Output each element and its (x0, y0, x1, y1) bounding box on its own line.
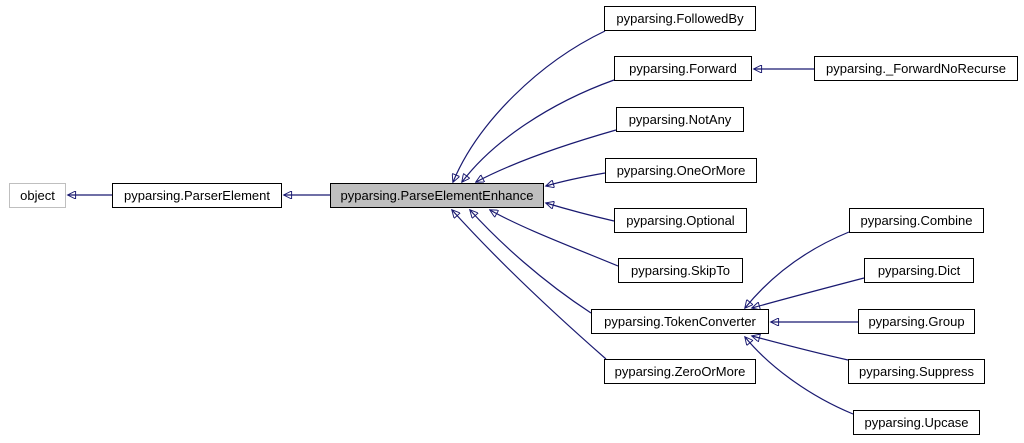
edge-notany-to-parseelementenhance (476, 129, 617, 182)
edge-zeroormore-to-parseelementenhance (452, 210, 607, 360)
node-pyparsing-forwardnorecurse[interactable]: pyparsing._ForwardNoRecurse (814, 56, 1018, 81)
node-pyparsing-oneormore[interactable]: pyparsing.OneOrMore (605, 158, 757, 183)
edge-dict-to-tokenconverter (752, 277, 865, 308)
node-pyparsing-combine[interactable]: pyparsing.Combine (849, 208, 984, 233)
node-pyparsing-zeroormore[interactable]: pyparsing.ZeroOrMore (604, 359, 756, 384)
edge-combine-to-tokenconverter (745, 231, 850, 308)
node-pyparsing-followedby[interactable]: pyparsing.FollowedBy (604, 6, 756, 31)
node-pyparsing-skipto[interactable]: pyparsing.SkipTo (618, 258, 743, 283)
edge-upcase-to-tokenconverter (745, 337, 854, 415)
node-pyparsing-parseelementenhance: pyparsing.ParseElementEnhance (330, 183, 544, 208)
node-object: object (9, 183, 66, 208)
node-pyparsing-notany[interactable]: pyparsing.NotAny (616, 107, 744, 132)
edge-tokenconverter-to-parseelementenhance (470, 210, 592, 314)
edge-followedby-to-parseelementenhance (453, 30, 606, 182)
edge-oneormore-to-parseelementenhance (546, 172, 606, 186)
edge-forward-to-parseelementenhance (462, 79, 615, 182)
edge-optional-to-parseelementenhance (546, 203, 615, 222)
edge-skipto-to-parseelementenhance (490, 210, 619, 267)
node-pyparsing-dict[interactable]: pyparsing.Dict (864, 258, 974, 283)
node-pyparsing-tokenconverter[interactable]: pyparsing.TokenConverter (591, 309, 769, 334)
node-pyparsing-forward[interactable]: pyparsing.Forward (614, 56, 752, 81)
node-pyparsing-group[interactable]: pyparsing.Group (858, 309, 975, 334)
node-pyparsing-parserelement[interactable]: pyparsing.ParserElement (112, 183, 282, 208)
edge-suppress-to-tokenconverter (752, 336, 849, 361)
node-pyparsing-upcase[interactable]: pyparsing.Upcase (853, 410, 980, 435)
node-pyparsing-suppress[interactable]: pyparsing.Suppress (848, 359, 985, 384)
node-pyparsing-optional[interactable]: pyparsing.Optional (614, 208, 747, 233)
